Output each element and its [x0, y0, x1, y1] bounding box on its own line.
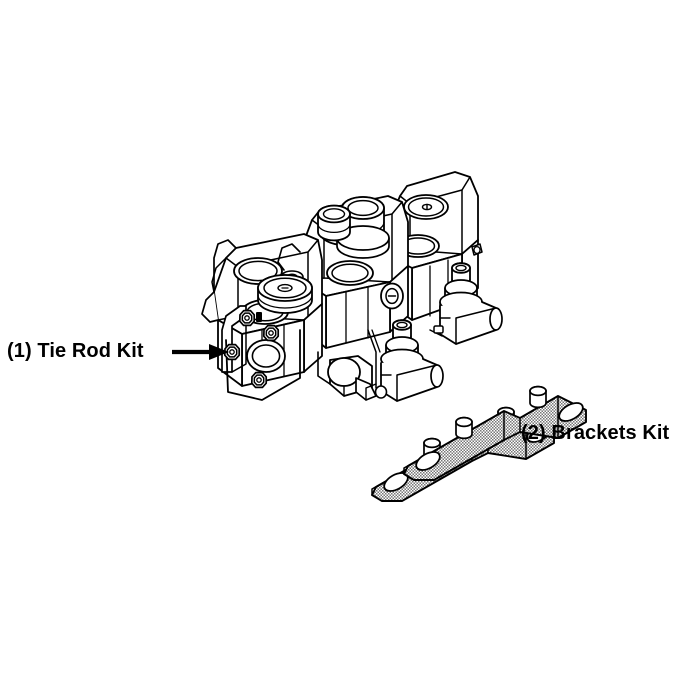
callout-label-brackets-kit: (2) Brackets Kit [521, 422, 670, 444]
tie-rod-nut [238, 309, 256, 327]
relief-valve-cartridge [429, 262, 503, 345]
tie-rod-nut [250, 371, 268, 389]
valve-assembly [201, 171, 503, 402]
relief-valve-cartridge [367, 319, 444, 402]
tie-rod-nut [262, 324, 280, 342]
leader-arrow-tie-rod [172, 344, 229, 360]
port-fitting [317, 351, 388, 401]
callout-label-tie-rod-kit: (1) Tie Rod Kit [7, 340, 144, 362]
